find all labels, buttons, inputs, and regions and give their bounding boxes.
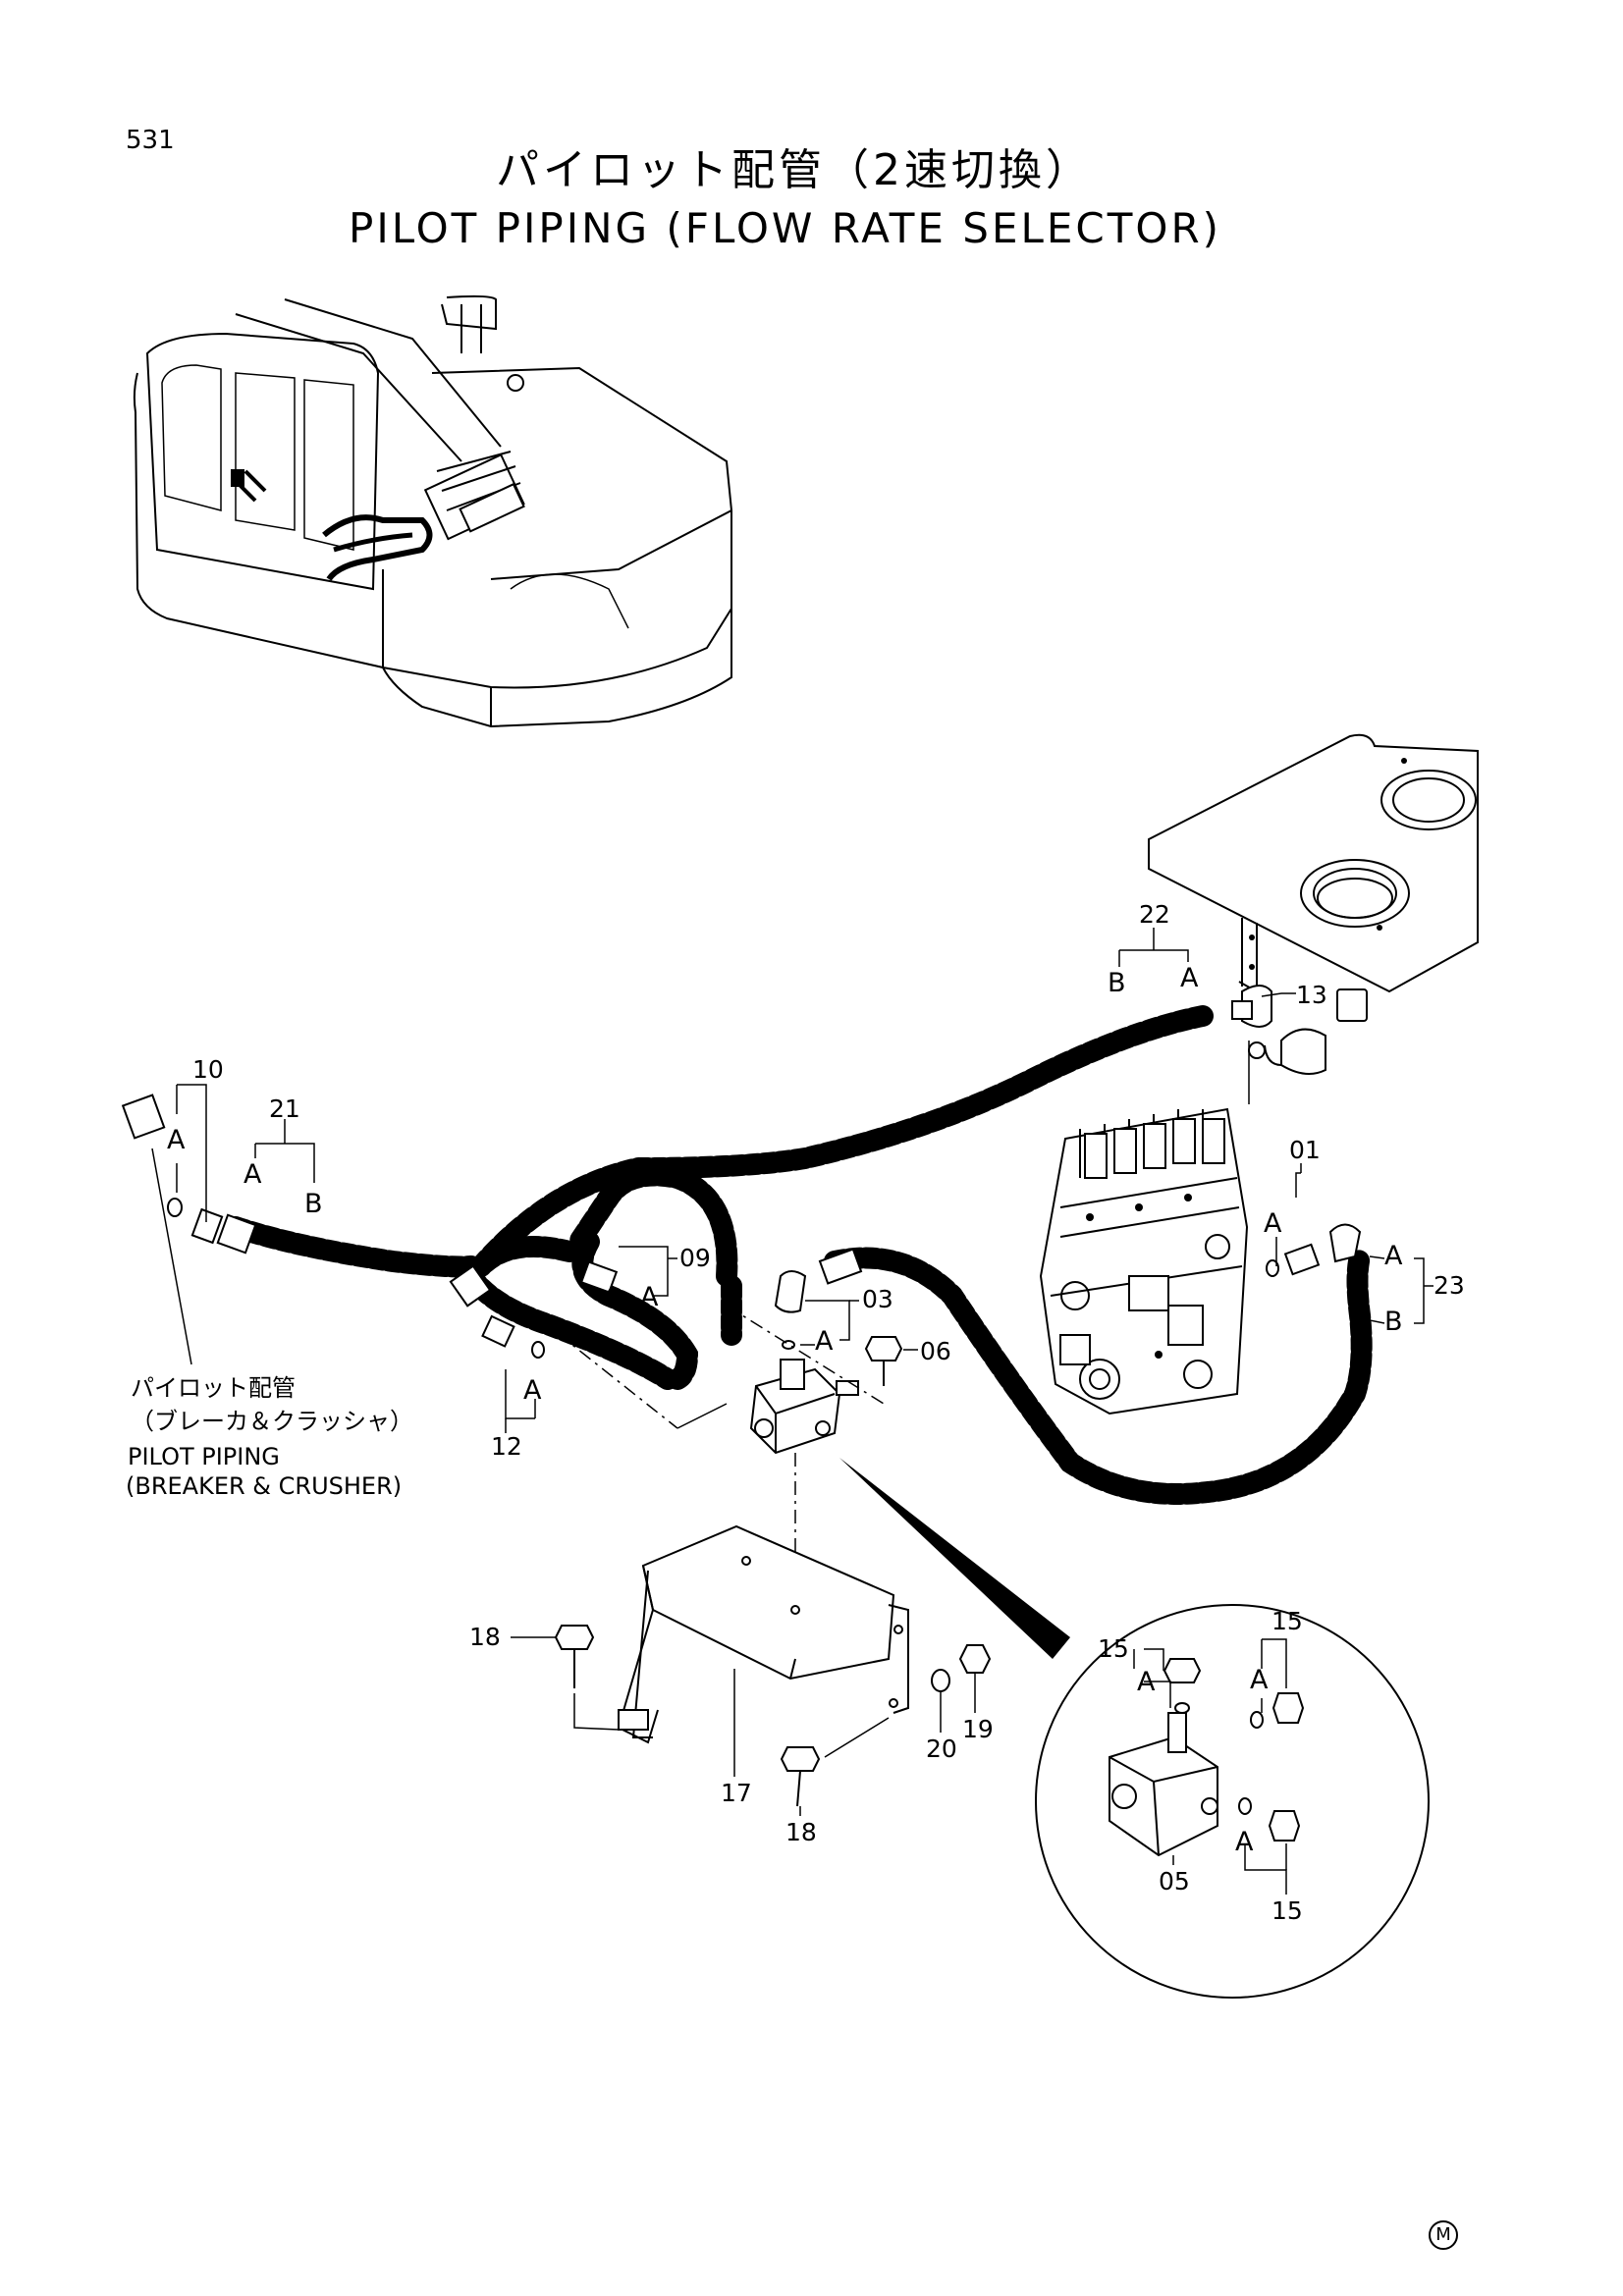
- label-19: 19: [962, 1715, 994, 1743]
- label-01: 01: [1289, 1136, 1321, 1164]
- port-letter: A: [523, 1375, 542, 1406]
- label-15-bottom: 15: [1271, 1896, 1303, 1925]
- port-letter: A: [243, 1159, 262, 1190]
- port-letter: B: [1108, 968, 1126, 998]
- solenoid-valve-block: [749, 1359, 859, 1455]
- port-letter: A: [1264, 1208, 1282, 1239]
- label-22: 22: [1139, 900, 1170, 929]
- label-13: 13: [1296, 981, 1327, 1009]
- label-06: 06: [920, 1337, 951, 1365]
- label-21: 21: [269, 1095, 300, 1123]
- port-letter: A: [640, 1282, 659, 1312]
- mounting-bracket: [617, 1524, 909, 1744]
- callout-japanese-line1: パイロット配管: [131, 1374, 296, 1402]
- port-letter: A: [167, 1125, 186, 1155]
- port-letter: A: [1384, 1241, 1403, 1271]
- callout-english-line1: PILOT PIPING: [128, 1443, 280, 1470]
- part-number-labels: 10 A 21 A B 22 B A 13 01 A A B 23 09 A 0…: [167, 900, 1465, 1925]
- label-09: 09: [679, 1244, 711, 1272]
- label-23: 23: [1434, 1271, 1465, 1300]
- detail-view-circle: [839, 1458, 1430, 1999]
- port-letter: A: [1180, 963, 1199, 993]
- port-letter: A: [1235, 1827, 1254, 1857]
- port-letter: A: [1137, 1667, 1156, 1697]
- excavator-overview-illustration: [133, 294, 733, 728]
- label-10: 10: [192, 1055, 224, 1084]
- label-15-top-left: 15: [1098, 1634, 1129, 1663]
- port-letter: A: [815, 1326, 834, 1357]
- leader-lines: [176, 928, 1434, 1895]
- manufacturer-mark: M: [1429, 2220, 1458, 2250]
- label-05: 05: [1159, 1867, 1190, 1896]
- label-12: 12: [491, 1432, 522, 1461]
- page-title-japanese: パイロット配管（2速切換）: [496, 145, 1093, 195]
- callout-english-line2: (BREAKER & CRUSHER): [126, 1472, 403, 1500]
- label-17: 17: [721, 1779, 752, 1807]
- page-title-english: PILOT PIPING (FLOW RATE SELECTOR): [349, 204, 1222, 252]
- port-letter: B: [304, 1189, 323, 1219]
- label-03: 03: [862, 1285, 893, 1313]
- label-18-top: 18: [469, 1623, 501, 1651]
- base-plate-illustration: [1148, 733, 1479, 1104]
- label-20: 20: [926, 1735, 957, 1763]
- fittings-left: [121, 1094, 1362, 1386]
- callout-japanese-line2: （ブレーカ＆クラッシャ）: [131, 1408, 413, 1435]
- fasteners: [554, 1625, 992, 1807]
- port-letter: A: [1250, 1665, 1269, 1695]
- port-letter: B: [1384, 1307, 1403, 1337]
- assembly-center-lines: [151, 1148, 885, 1610]
- label-15-top-right: 15: [1271, 1607, 1303, 1635]
- label-18-bottom: 18: [785, 1818, 817, 1846]
- control-valve-illustration: [1039, 1107, 1249, 1415]
- page-number: 531: [126, 126, 175, 155]
